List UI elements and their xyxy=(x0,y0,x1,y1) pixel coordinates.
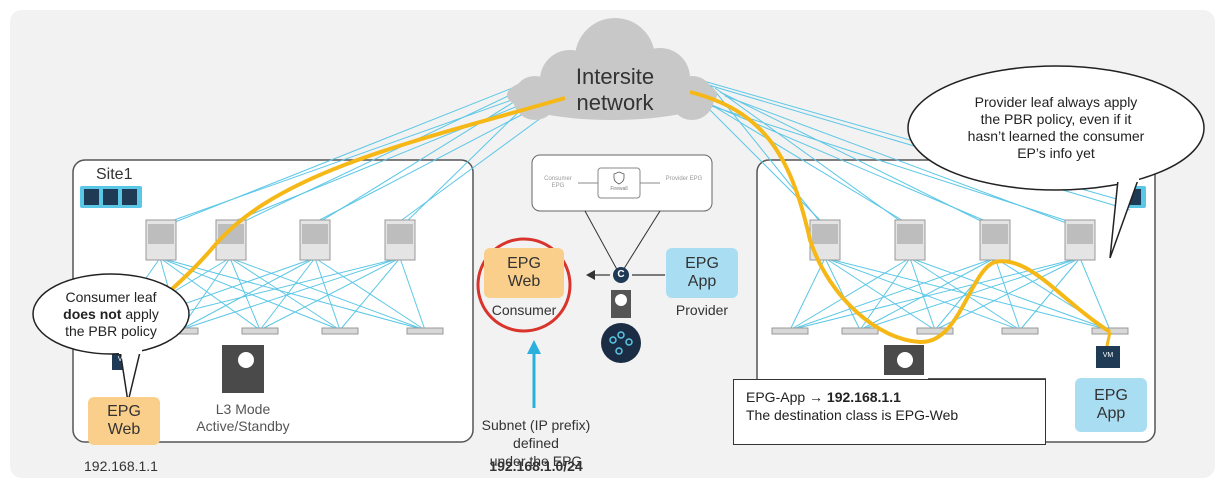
cloud-label-line1: Intersite xyxy=(575,64,655,89)
epg-app-center: EPG App xyxy=(666,248,738,298)
epg-app-center-line2: App xyxy=(687,273,717,290)
subnet-line1: Subnet (IP prefix) defined xyxy=(481,417,591,451)
site1-firewall-icon xyxy=(222,345,264,393)
contract-firewall-label: Firewall xyxy=(610,186,628,192)
consumer-callout-bold: does not xyxy=(63,306,122,322)
epg-web-left: EPG Web xyxy=(88,397,160,445)
note-ip: 192.168.1.1 xyxy=(826,389,901,405)
provider-callout-line3: hasn’t learned the consumer xyxy=(967,128,1145,144)
site2-vm-label: VM xyxy=(1102,352,1114,359)
consumer-callout-line1: Consumer leaf xyxy=(65,289,157,305)
note-prefix: EPG-App → xyxy=(746,389,827,405)
site1-spines xyxy=(145,219,416,261)
consumer-callout-line3: the PBR policy xyxy=(65,323,157,339)
note-line2: The destination class is EPG-Web xyxy=(746,407,959,423)
contract-symbol: C xyxy=(617,269,625,280)
provider-path xyxy=(689,90,1112,345)
shield-icon xyxy=(613,171,625,185)
l3-mode-line2: Active/Standby xyxy=(196,418,290,434)
subnet-value: 192.168.1.0/24 xyxy=(489,458,583,474)
ip-left-label: 192.168.1.1 xyxy=(84,458,158,474)
provider-callout-line2: the PBR policy, even if it xyxy=(980,111,1132,127)
provider-callout-text: Provider leaf always apply the PBR polic… xyxy=(928,94,1184,162)
site2-vm-icon xyxy=(1096,346,1120,368)
contract-link-right xyxy=(619,210,661,276)
cloud-label: Intersite network xyxy=(565,64,665,116)
firewall-node xyxy=(597,167,641,199)
consumer-callout-bubble xyxy=(32,273,190,355)
epg-web-left-line2: Web xyxy=(107,421,141,438)
contract-provider-label: Provider EPG xyxy=(665,176,703,182)
destination-note-box: EPG-App → 192.168.1.1 The destination cl… xyxy=(733,379,1046,445)
contract-icon xyxy=(613,267,629,283)
consumer-role-label: Consumer xyxy=(491,302,557,318)
epg-web-center-line2: Web xyxy=(507,273,541,290)
site1-apic-icons xyxy=(80,186,142,208)
subnet-line2: under the EPG xyxy=(489,453,583,469)
subnet-arrowhead xyxy=(527,340,541,354)
consumer-callout-text: Consumer leaf does not apply the PBR pol… xyxy=(38,289,184,340)
epg-app-right: EPG App xyxy=(1075,378,1147,432)
provider-callout-bubble xyxy=(907,65,1205,191)
l3-mode-label: L3 Mode Active/Standby xyxy=(186,401,300,435)
site1-vm-label: VM xyxy=(117,356,129,363)
epg-web-left-line1: EPG xyxy=(107,403,141,420)
provider-callout-line4: EP’s info yet xyxy=(1017,145,1095,161)
contract-arrowhead xyxy=(586,270,595,280)
epg-app-center-line1: EPG xyxy=(685,255,719,272)
epg-web-center-line1: EPG xyxy=(507,255,541,272)
consumer-callout-line2-rest: apply xyxy=(121,306,159,322)
site1-label: Site1 xyxy=(96,166,133,183)
cloud-label-line2: network xyxy=(576,90,654,115)
provider-callout-line1: Provider leaf always apply xyxy=(974,94,1138,110)
provider-role-label: Provider xyxy=(675,302,729,318)
epg-web-center: EPG Web xyxy=(484,248,564,298)
epg-app-right-line1: EPG xyxy=(1094,387,1128,404)
l3-mode-line1: L3 Mode xyxy=(215,401,271,417)
contract-link-left xyxy=(584,210,621,276)
cloud-shape xyxy=(507,18,717,120)
aci-icon xyxy=(601,323,641,363)
epg-app-right-line2: App xyxy=(1096,405,1126,422)
consumer-highlight-circle xyxy=(476,237,572,333)
subnet-label: Subnet (IP prefix) defined under the EPG xyxy=(466,416,606,470)
contract-consumer-label: Consumer EPG xyxy=(544,176,572,189)
